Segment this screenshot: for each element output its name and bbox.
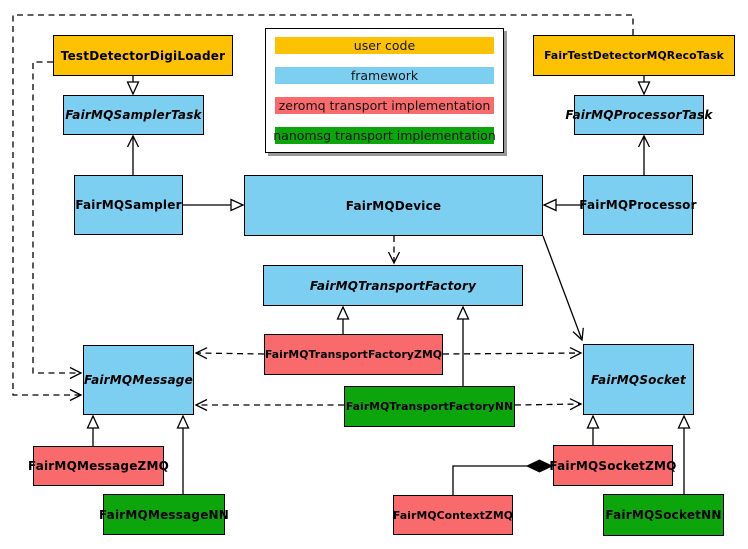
node-fairmqtransportfactoryzmq: FairMQTransportFactoryZMQ <box>264 334 443 375</box>
node-testdetectordigiloader: TestDetectorDigiLoader <box>53 35 233 76</box>
edge-factoryzmq-to-socket <box>442 346 583 360</box>
node-fairmqsocketzmq: FairMQSocketZMQ <box>549 445 676 486</box>
edge-factoryzmq-to-message <box>194 347 265 360</box>
legend-box: user code framework zeromq transport imp… <box>265 28 504 153</box>
edge-contextzmq-composed-in-socketzmq <box>452 466 527 495</box>
node-fairmqmessagezmq: FairMQMessageZMQ <box>28 446 169 486</box>
legend-item-user-code: user code <box>275 37 494 54</box>
node-fairmqdevice: FairMQDevice <box>244 175 543 236</box>
node-fairmqsampler: FairMQSampler <box>74 175 183 235</box>
node-fairmqcontextzmq: FairMQContextZMQ <box>393 495 513 535</box>
node-fairmqtransportfactorynn: FairMQTransportFactoryNN <box>344 386 515 427</box>
edge-device-to-socket <box>542 235 584 342</box>
node-fairmqsocket: FairMQSocket <box>583 344 694 415</box>
legend-item-framework: framework <box>275 67 494 84</box>
node-fairmqprocessortask: FairMQProcessorTask <box>565 95 712 135</box>
node-fairmqprocessor: FairMQProcessor <box>579 175 697 235</box>
legend-item-zeromq: zeromq transport implementation <box>275 97 494 114</box>
node-fairmqmessagenn: FairMQMessageNN <box>99 494 229 535</box>
legend-item-nanomsg: nanomsg transport implementation <box>273 127 496 144</box>
node-fairmqsamplertask: FairMQSamplerTask <box>63 95 204 135</box>
edge-factorynn-to-socket <box>514 398 583 411</box>
node-fairtestdetectormqrecotask: FairTestDetectorMQRecoTask <box>533 35 735 76</box>
node-fairmqmessage: FairMQMessage <box>83 345 194 415</box>
node-fairmqsocketnn: FairMQSocketNN <box>603 494 724 536</box>
node-fairmqtransportfactory: FairMQTransportFactory <box>263 265 523 306</box>
